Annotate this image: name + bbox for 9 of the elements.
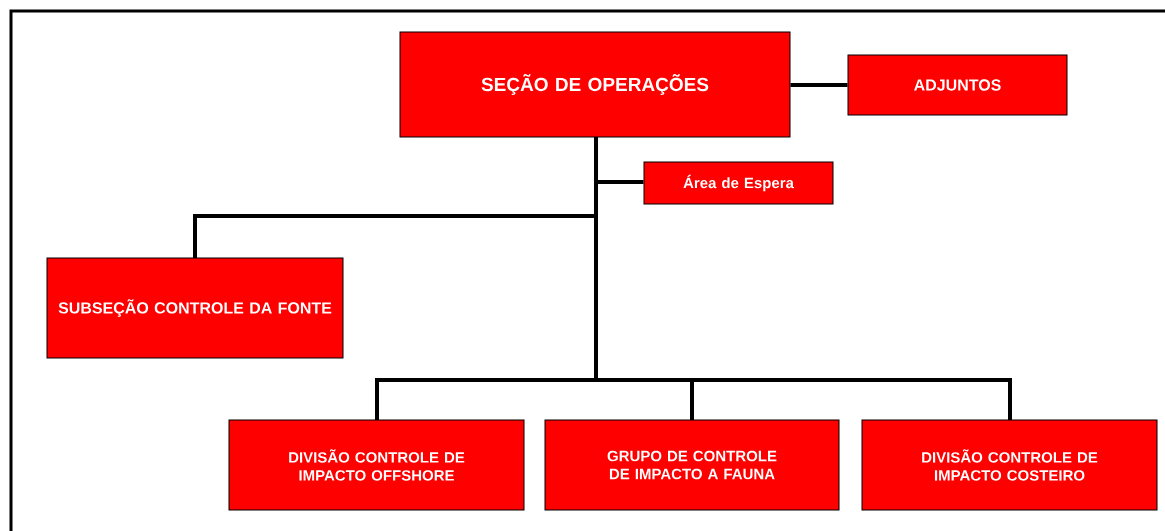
connector-line bbox=[790, 83, 848, 87]
org-box: Área de Espera bbox=[643, 161, 834, 205]
org-box: SEÇÃO DE OPERAÇÕES bbox=[399, 31, 791, 138]
org-box: DIVISÃO CONTROLE DE IMPACTO COSTEIRO bbox=[861, 419, 1158, 511]
connector-line bbox=[594, 137, 1012, 420]
org-box: DIVISÃO CONTROLE DE IMPACTO OFFSHORE bbox=[228, 419, 525, 511]
org-box: ADJUNTOS bbox=[847, 54, 1068, 116]
org-box: GRUPO DE CONTROLE DE IMPACTO A FAUNA bbox=[544, 419, 840, 511]
org-box: SUBSEÇÃO CONTROLE DA FONTE bbox=[46, 257, 344, 359]
